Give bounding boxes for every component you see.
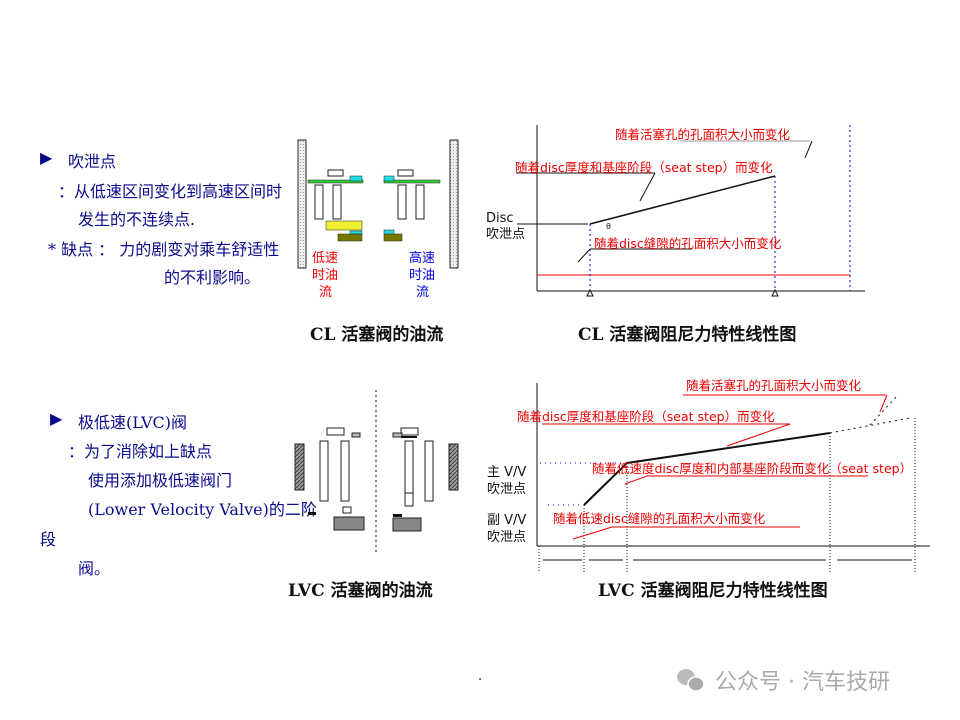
text-line: ：从低速区间变化到高速区间时	[58, 182, 283, 201]
lvc-flow-caption: LVC 活塞阀的油流	[288, 581, 433, 601]
y-label: Disc	[486, 211, 514, 226]
low-speed-label: 时油	[312, 268, 338, 283]
label-piston-orifice: 随着活塞孔的孔面积大小而变化	[686, 378, 862, 393]
label-disc-thickness: 随着disc厚度和基座阶段（seat step）而变化	[515, 160, 773, 175]
sub-valve-label: 副 V/V	[487, 513, 526, 528]
low-speed-label: 低速	[312, 251, 338, 266]
high-speed-label: 时油	[409, 268, 435, 283]
label-disc-gap: 随着disc缝隙的孔面积大小而变化	[594, 236, 782, 251]
bullet-icon: ▶	[50, 409, 63, 428]
cl-damping-chart: θ 随着活塞孔的孔面积大小而变化 随着disc厚度和基座阶段（seat step…	[486, 125, 865, 297]
text-line: (Lower Velocity Valve)的二阶	[88, 500, 317, 519]
footer-dot: .	[478, 669, 482, 684]
high-speed-label: 流	[416, 285, 429, 300]
label-disc-thickness: 随着disc厚度和基座阶段（seat step）而变化	[517, 409, 775, 424]
wechat-icon	[677, 669, 705, 692]
lvc-chart-caption: LVC 活塞阀阻尼力特性线性图	[598, 581, 828, 601]
heading-blowoff: 吹泄点	[68, 152, 117, 171]
sub-valve-label: 吹泄点	[487, 530, 526, 545]
label-piston-orifice: 随着活塞孔的孔面积大小而变化	[615, 127, 791, 142]
cl-chart-caption: CL 活塞阀阻尼力特性线性图	[578, 325, 797, 345]
watermark: 公众号 · 汽车技研	[715, 670, 890, 695]
bullet-icon: ▶	[40, 148, 53, 167]
lvc-piston-diagram	[294, 390, 459, 555]
lvc-damping-chart: 随着活塞孔的孔面积大小而变化 随着disc厚度和基座阶段（seat step）而…	[487, 378, 930, 572]
text-line: 发生的不连续点.	[78, 210, 196, 229]
label-low-disc-gap: 随着低速disc缝隙的孔面积大小而变化	[553, 511, 766, 526]
text-line: 的不利影响。	[164, 268, 261, 287]
main-valve-label: 主 V/V	[487, 465, 526, 480]
text-line: * 缺点 ： 力的剧变对乘车舒适性	[48, 240, 280, 259]
heading-lvc: 极低速(LVC)阀	[78, 413, 188, 432]
high-speed-label: 高速	[409, 250, 435, 266]
y-label: 吹泄点	[486, 227, 525, 242]
marker: θ	[606, 222, 611, 231]
cl-piston-diagram: 低速 时油 流 高速 时油 流	[297, 139, 459, 300]
main-valve-label: 吹泄点	[487, 482, 526, 497]
text-line: ：为了消除如上缺点	[68, 442, 213, 461]
text-line: 使用添加极低速阀门	[88, 471, 233, 490]
label-low-disc-thickness: 随着低速度disc厚度和内部基座阶段而变化（seat step）	[592, 461, 912, 476]
text-line: 段	[40, 530, 57, 549]
text-line: 阀。	[78, 559, 111, 578]
cl-flow-caption: CL 活塞阀的油流	[310, 325, 444, 345]
low-speed-label: 流	[319, 285, 332, 300]
